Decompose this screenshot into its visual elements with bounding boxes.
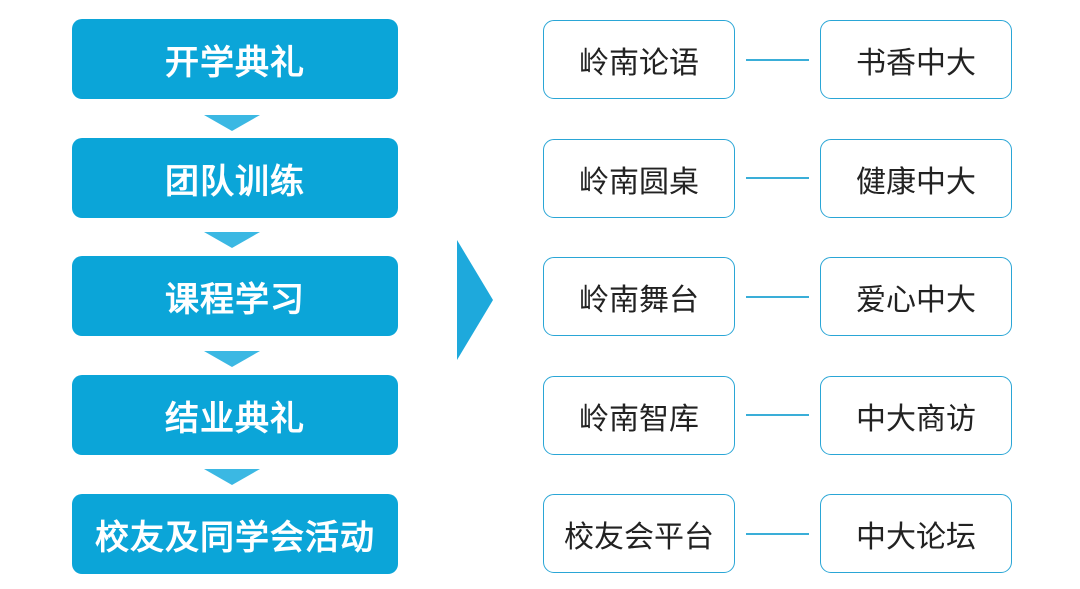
stage-course-study: 课程学习	[72, 256, 398, 336]
connector-line	[746, 296, 809, 298]
activity-box-left: 岭南论语	[543, 20, 735, 99]
activity-box-left: 岭南舞台	[543, 257, 735, 336]
down-arrow-icon	[204, 232, 260, 248]
right-arrow-icon	[457, 240, 493, 360]
stage-graduation-ceremony: 结业典礼	[72, 375, 398, 455]
connector-line	[746, 414, 809, 416]
activity-box-right: 书香中大	[820, 20, 1012, 99]
activity-box-right: 健康中大	[820, 139, 1012, 218]
down-arrow-icon	[204, 469, 260, 485]
connector-line	[746, 177, 809, 179]
down-arrow-icon	[204, 351, 260, 367]
activity-box-left: 校友会平台	[543, 494, 735, 573]
activity-box-right: 中大论坛	[820, 494, 1012, 573]
stage-alumni-activities: 校友及同学会活动	[72, 494, 398, 574]
down-arrow-icon	[204, 115, 260, 131]
activity-box-right: 爱心中大	[820, 257, 1012, 336]
activity-box-left: 岭南圆桌	[543, 139, 735, 218]
activity-box-left: 岭南智库	[543, 376, 735, 455]
stage-team-training: 团队训练	[72, 138, 398, 218]
activity-box-right: 中大商访	[820, 376, 1012, 455]
connector-line	[746, 59, 809, 61]
stage-opening-ceremony: 开学典礼	[72, 19, 398, 99]
connector-line	[746, 533, 809, 535]
